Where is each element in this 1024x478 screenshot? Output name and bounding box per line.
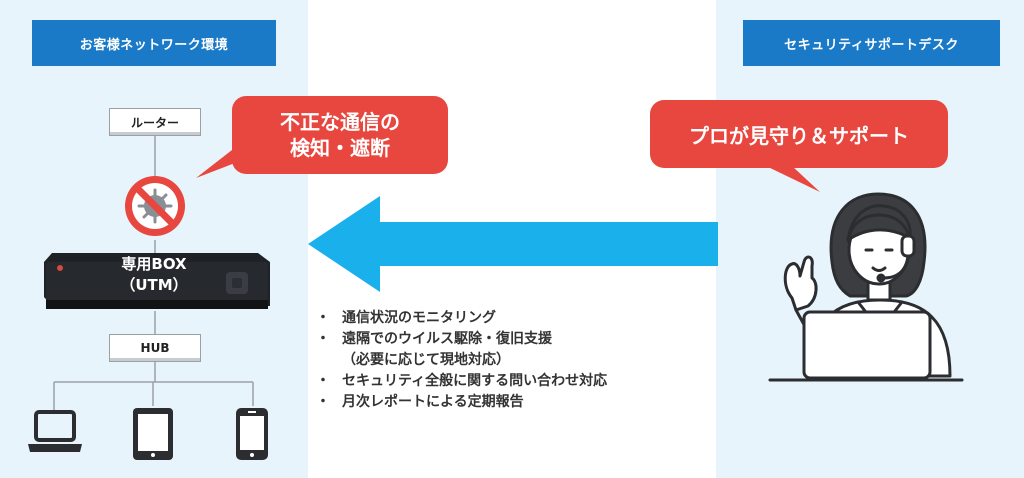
utm-box-label-line2: （UTM） <box>120 276 188 294</box>
service-list-item: ・月次レポートによる定期報告 <box>316 394 524 410</box>
customer-network-title: お客様ネットワーク環境 <box>32 20 276 66</box>
virus-blocked-icon <box>125 176 185 236</box>
tablet-icon <box>133 408 173 460</box>
utm-box-label-line1: 専用BOX <box>121 255 187 273</box>
support-bubble: プロが見守り＆サポート <box>650 100 948 168</box>
detection-bubble-line2: 検知・遮断 <box>290 136 390 160</box>
support-bubble-text: プロが見守り＆サポート <box>689 123 909 148</box>
right-bubble-tail <box>766 166 820 192</box>
support-operator-icon <box>768 192 964 382</box>
service-list: ・通信状況のモニタリング ・遠隔でのウイルス駆除・復旧支援 （必要に応じて現地対… <box>316 308 607 413</box>
service-list-item: （必要に応じて現地対応） <box>342 352 510 368</box>
detection-bubble: 不正な通信の 検知・遮断 <box>232 96 448 174</box>
utm-box-label: 専用BOX （UTM） <box>98 254 210 296</box>
router-label: ルーター <box>109 108 201 136</box>
service-list-item: ・通信状況のモニタリング <box>316 310 496 326</box>
laptop-icon <box>28 410 82 452</box>
hub-label: HUB <box>109 334 201 362</box>
flow-arrow <box>308 196 718 292</box>
detection-bubble-line1: 不正な通信の <box>280 110 400 134</box>
service-list-item: ・遠隔でのウイルス駆除・復旧支援 <box>316 331 552 347</box>
customer-network-panel <box>0 0 308 478</box>
network-lines <box>53 136 254 410</box>
service-list-item: ・セキュリティ全般に関する問い合わせ対応 <box>316 373 608 389</box>
smartphone-icon <box>236 408 268 460</box>
utm-box-device <box>44 253 270 309</box>
support-desk-title: セキュリティサポートデスク <box>743 20 1000 66</box>
